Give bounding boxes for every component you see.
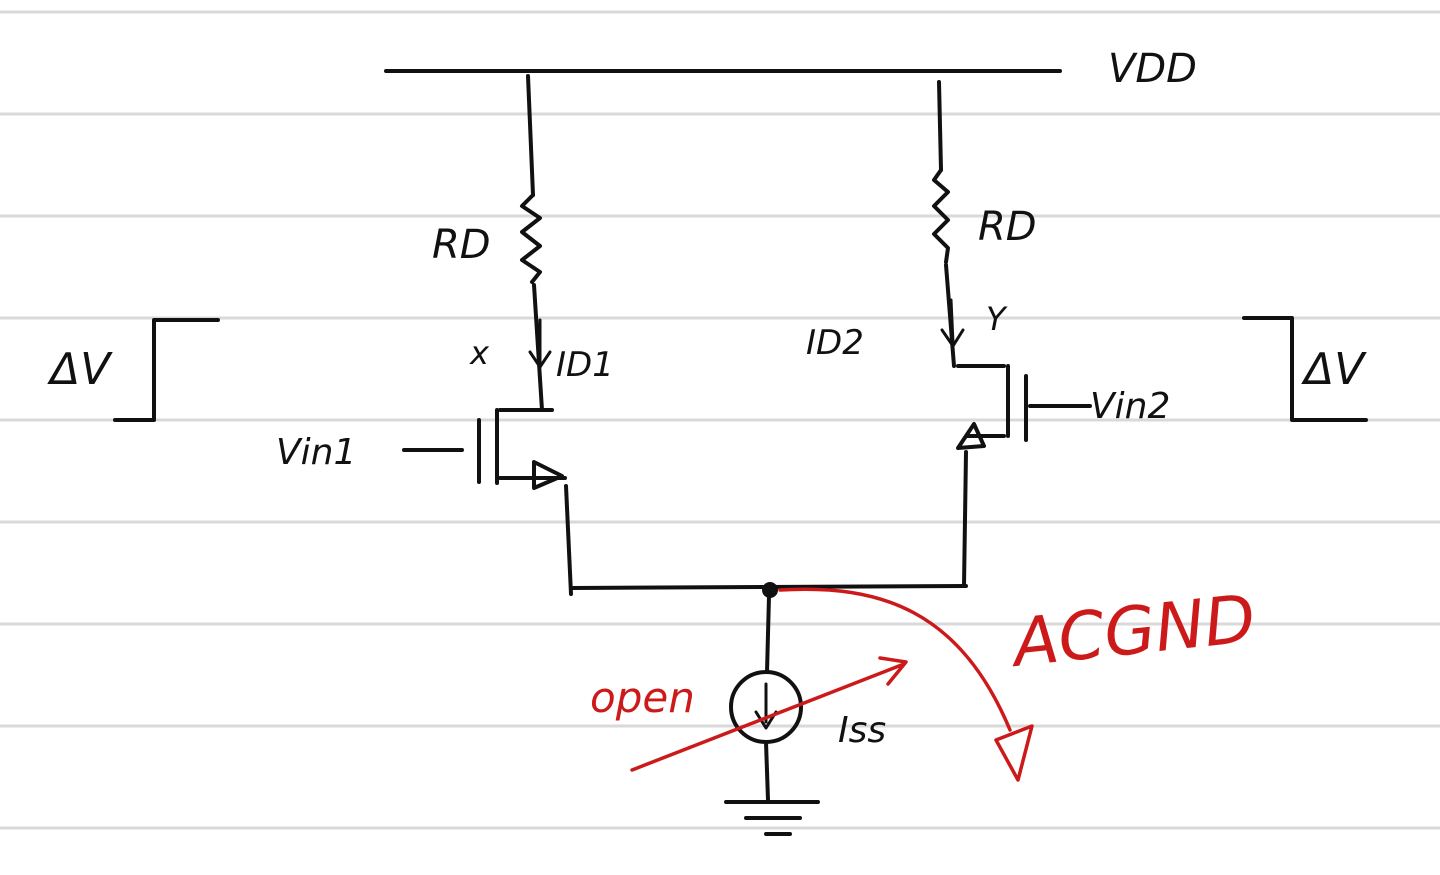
acgnd-label: ACGND xyxy=(1006,580,1259,682)
iss-label: Iss xyxy=(838,710,886,751)
current-source: Iss xyxy=(729,670,886,802)
dv-left-label: ΔV xyxy=(47,344,113,395)
left-step-input: ΔV xyxy=(47,318,220,422)
tail-to-source-wire xyxy=(765,594,771,674)
right-drain-wire xyxy=(937,80,943,172)
vdd-label: VDD xyxy=(1108,46,1197,92)
acgnd-ground-arrowhead-icon xyxy=(994,724,1034,782)
left-nmos: Vin1 xyxy=(276,408,567,490)
current-source-arrow-icon xyxy=(754,682,778,730)
open-strike-arrow-icon xyxy=(630,656,908,772)
right-nmos: Vin2 xyxy=(956,364,1170,450)
rd-right-label: RD xyxy=(978,204,1037,250)
left-drain-wire xyxy=(526,74,535,197)
right-source-arrow-icon xyxy=(956,422,986,450)
right-resistor xyxy=(932,168,950,264)
rd-left-label: RD xyxy=(432,222,491,268)
left-branch: RD x ID1 xyxy=(432,74,614,412)
tail-node-dot xyxy=(762,582,778,598)
vin2-label: Vin2 xyxy=(1090,386,1170,427)
right-drain-wire-lower xyxy=(944,263,956,368)
node-y-label: Y xyxy=(986,300,1008,338)
left-source-arrow-icon xyxy=(532,460,564,490)
left-resistor xyxy=(520,193,542,284)
source-to-ground-wire xyxy=(764,740,770,802)
tail-wiring xyxy=(564,450,968,674)
right-step-waveform xyxy=(1242,316,1368,422)
ground-symbol xyxy=(724,800,820,836)
acgnd-curve-arrow-icon xyxy=(778,587,1012,732)
left-drain-wire-lower xyxy=(532,283,544,412)
ruled-lines xyxy=(0,10,1440,830)
id2-label: ID2 xyxy=(806,323,864,363)
left-step-waveform xyxy=(113,318,220,422)
id1-arrow-icon xyxy=(528,318,552,369)
vin1-label: Vin1 xyxy=(276,432,356,473)
id1-label: ID1 xyxy=(556,345,614,385)
right-source-wire xyxy=(962,450,968,588)
right-branch: RD ID2 Y xyxy=(806,80,1037,368)
id2-arrow-icon xyxy=(940,298,965,348)
node-x-label: x xyxy=(469,334,490,372)
vdd-rail: VDD xyxy=(384,46,1197,92)
dv-right-label: ΔV xyxy=(1301,344,1367,395)
right-step-input: ΔV xyxy=(1242,316,1368,422)
annotations: open ACGND xyxy=(590,580,1259,782)
open-label: open xyxy=(590,673,695,722)
left-source-wire xyxy=(564,484,573,596)
